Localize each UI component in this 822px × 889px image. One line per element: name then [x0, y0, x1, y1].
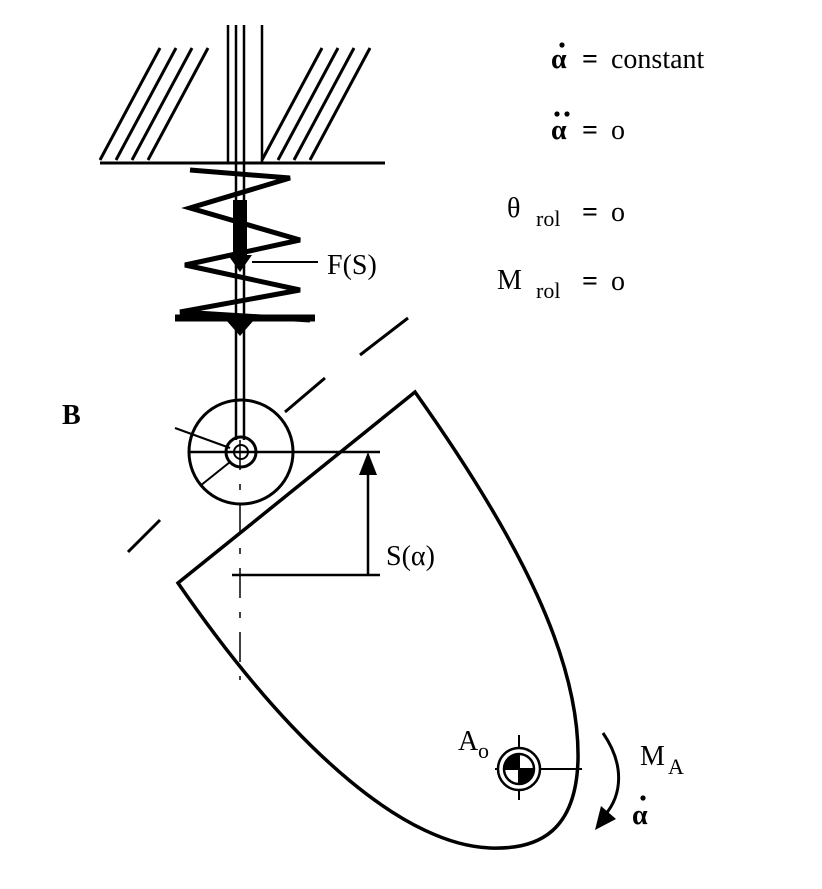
- pivot-label-main: A: [458, 726, 479, 757]
- single-dot-icon: [559, 42, 565, 48]
- hatch-left: [98, 47, 210, 161]
- equation-value: constant: [611, 44, 705, 75]
- hatch-line: [146, 47, 210, 161]
- hatch-line: [98, 47, 162, 161]
- double-dot-icon: [554, 111, 560, 117]
- equation-value: o: [611, 115, 625, 146]
- equation-subscript: rol: [536, 206, 560, 231]
- roller: [174, 398, 380, 506]
- pivot-label: A o: [458, 726, 489, 763]
- stroke-dimension: [232, 452, 380, 577]
- equation-symbol: M: [497, 265, 522, 296]
- follower-point-label: B: [62, 400, 81, 431]
- stroke-label: S(α): [386, 541, 435, 572]
- equation-symbol: θ: [507, 193, 520, 224]
- spring-force-label: F(S): [327, 250, 377, 281]
- follower-rod: [234, 25, 246, 680]
- equation-theta-rol: θ rol = o: [507, 193, 625, 231]
- moment-arrow: [595, 732, 621, 830]
- equation-value: o: [611, 266, 625, 297]
- hatch-line: [130, 47, 194, 161]
- spring-force-arrow: [226, 200, 318, 336]
- cam-pivot: [495, 735, 582, 800]
- fixed-guide-block: [98, 25, 385, 165]
- equation-symbol: α: [551, 115, 567, 146]
- moment-label: M A: [640, 741, 684, 779]
- equation-equals: =: [582, 197, 598, 228]
- equation-subscript: rol: [536, 278, 560, 303]
- equation-symbol: α: [551, 44, 567, 75]
- equation-m-rol: M rol = o: [497, 265, 625, 303]
- hatch-line: [308, 47, 372, 161]
- moment-label-main: M: [640, 741, 665, 772]
- hatch-line: [292, 47, 356, 161]
- hatch-line: [114, 47, 178, 161]
- pivot-label-sub: o: [478, 738, 489, 763]
- equation-alpha-dot: α = constant: [551, 42, 705, 75]
- equation-equals: =: [582, 44, 598, 75]
- moment-label-sub: A: [668, 754, 684, 779]
- hatch-line: [260, 47, 324, 161]
- equation-alpha-ddot: α = o: [551, 111, 625, 146]
- tangent-line: [126, 316, 409, 554]
- cam-profile: [175, 389, 580, 850]
- equation-equals: =: [582, 266, 598, 297]
- equation-equals: =: [582, 115, 598, 146]
- hatch-right: [260, 47, 372, 161]
- equation-value: o: [611, 197, 625, 228]
- single-dot-icon: [640, 795, 646, 801]
- angular-velocity-label: α: [632, 795, 648, 831]
- hatch-line: [276, 47, 340, 161]
- angular-velocity-symbol: α: [632, 800, 648, 831]
